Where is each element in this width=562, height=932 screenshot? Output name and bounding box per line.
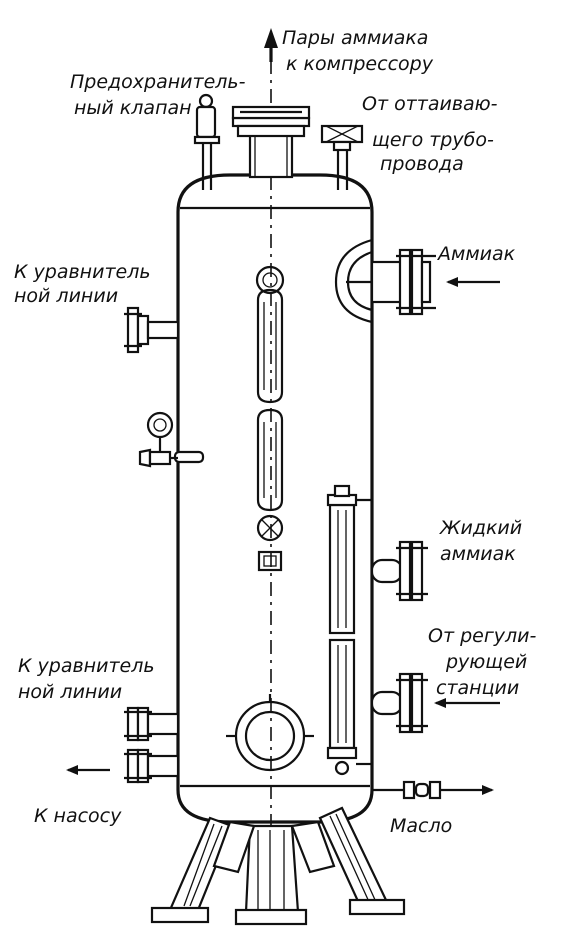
support-legs: [150, 806, 406, 926]
equalizer-top-label-line2: ной линии: [14, 285, 118, 307]
oil-drain: [372, 780, 494, 800]
manhole: [226, 694, 314, 772]
liquid-ammonia-label-line1: Жидкий: [439, 517, 522, 539]
defrost-label-line1: От оттаиваю-: [362, 93, 498, 115]
labels: Пары аммиака к компрессору Предохранител…: [14, 27, 537, 837]
equalizer-bottom-label-line2: ной линии: [18, 681, 122, 703]
oil-label: Масло: [390, 815, 452, 837]
safety-valve-label-line2: ный клапан: [74, 97, 192, 119]
liquid-ammonia-label-line2: аммиак: [440, 543, 516, 565]
equalizer-nozzle-top: [124, 306, 180, 354]
safety-valve: [193, 93, 221, 190]
regulating-label-line3: станции: [436, 677, 519, 699]
central-gauge: [255, 265, 285, 572]
equalizer-bottom-label-line1: К уравнитель: [18, 655, 155, 677]
vapor-outlet-label-line2: к компрессору: [286, 53, 434, 75]
vapor-outlet-label-line1: Пары аммиака: [282, 27, 428, 49]
safety-valve-label-line1: Предохранитель-: [70, 71, 246, 93]
vapor-outlet-nozzle: [231, 105, 311, 179]
equalizer-nozzle-bottom: [124, 706, 180, 742]
defrost-inlet-nozzle: [320, 124, 364, 190]
ammonia-inlet: [334, 238, 500, 324]
pump-outlet-nozzle: [66, 748, 180, 784]
regulating-station-inlet: [370, 672, 500, 734]
level-column: [326, 484, 372, 776]
regulating-label-line2: рующей: [445, 651, 527, 673]
equalizer-top-label-line1: К уравнитель: [14, 261, 151, 283]
defrost-label-line2: щего трубо-: [372, 129, 494, 151]
pump-label: К насосу: [34, 805, 122, 827]
regulating-label-line1: От регули-: [428, 625, 537, 647]
ammonia-label: Аммиак: [436, 243, 516, 265]
liquid-ammonia-inlet: [370, 540, 428, 602]
defrost-label-line3: провода: [380, 153, 464, 175]
pressure-gauge: [138, 411, 205, 468]
